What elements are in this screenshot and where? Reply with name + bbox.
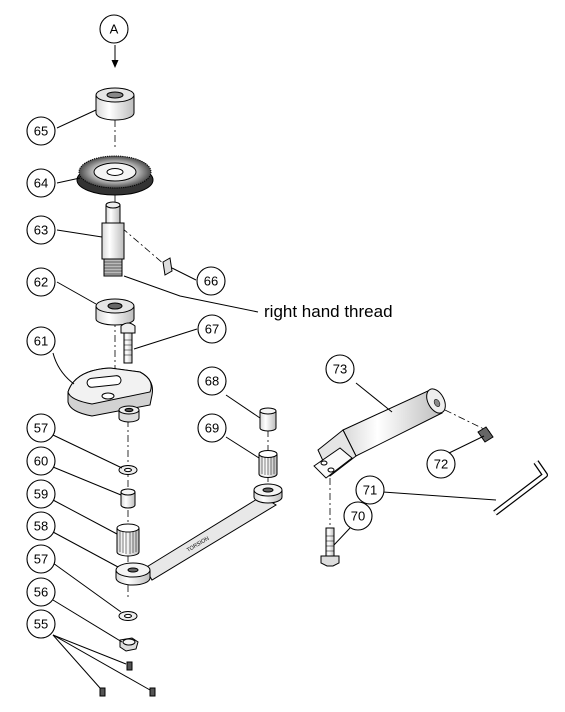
hex-key-part-71: [493, 460, 548, 516]
shaft-part-63: [101, 201, 125, 277]
callout-60: 60: [26, 446, 56, 476]
callout-label-68: 68: [205, 374, 219, 389]
washer-part-57-lower: [118, 611, 138, 621]
callout-label-63: 63: [34, 223, 48, 238]
bearing-part-65: [95, 87, 135, 121]
bolt-part-70: [320, 527, 340, 567]
callout-57-upper: 57: [26, 413, 56, 443]
nut-part-56: [119, 637, 139, 652]
callout-57-lower: 57: [26, 544, 56, 574]
callout-73: 73: [325, 354, 355, 384]
view-marker-a: A: [99, 14, 129, 44]
callout-65: 65: [26, 116, 56, 146]
callout-67: 67: [197, 314, 227, 344]
callout-label-69: 69: [205, 421, 219, 436]
callout-label-57-lower: 57: [34, 552, 48, 567]
callout-label-57-upper: 57: [34, 421, 48, 436]
pin-part-67: [120, 322, 136, 364]
leader-lines: [52, 45, 497, 691]
callout-72: 72: [426, 449, 456, 479]
bushing-part-60: [120, 488, 136, 509]
callout-label-70: 70: [351, 509, 365, 524]
callout-label-72: 72: [434, 457, 448, 472]
callout-label-71: 71: [363, 483, 377, 498]
callout-label-55: 55: [34, 617, 48, 632]
callout-63: 63: [26, 215, 56, 245]
callout-66: 66: [196, 266, 226, 296]
set-screws-part-55: [99, 661, 156, 697]
callout-61: 61: [26, 326, 56, 356]
callout-69: 69: [197, 413, 227, 443]
callout-label-60: 60: [34, 454, 48, 469]
callout-label-73: 73: [333, 362, 347, 377]
bearing-part-62: [95, 298, 135, 326]
callout-label-65: 65: [34, 124, 48, 139]
callout-label-62: 62: [34, 275, 48, 290]
callout-71: 71: [355, 475, 385, 505]
tube-part-73: [313, 388, 446, 479]
bevel-gear-part-64: [76, 155, 154, 196]
callout-label-61: 61: [34, 334, 48, 349]
needle-bearing-part-59: [116, 523, 140, 557]
callout-label-67: 67: [205, 322, 219, 337]
washer-part-57-upper: [118, 465, 138, 475]
callout-56: 56: [26, 577, 56, 607]
thread-note: right hand thread: [264, 302, 393, 321]
callout-label-58: 58: [34, 519, 48, 534]
view-marker-label: A: [110, 22, 119, 37]
callout-58: 58: [26, 511, 56, 541]
callout-62: 62: [26, 267, 56, 297]
plate-part-61: [67, 367, 153, 423]
spacer-part-68: [259, 407, 277, 432]
callout-59: 59: [26, 479, 56, 509]
callout-label-56: 56: [34, 585, 48, 600]
key-part-66: [162, 257, 173, 276]
callout-label-59: 59: [34, 487, 48, 502]
needle-bearing-part-69: [258, 450, 278, 478]
callout-68: 68: [197, 366, 227, 396]
callout-label-64: 64: [34, 176, 48, 191]
callout-55: 55: [26, 609, 56, 639]
set-screw-part-72: [477, 426, 494, 443]
torsion-arm-part-58: TORSION: [115, 483, 283, 586]
callout-64: 64: [26, 168, 56, 198]
callout-70: 70: [343, 501, 373, 531]
callout-label-66: 66: [204, 274, 218, 289]
center-axis-lines: [114, 120, 491, 600]
